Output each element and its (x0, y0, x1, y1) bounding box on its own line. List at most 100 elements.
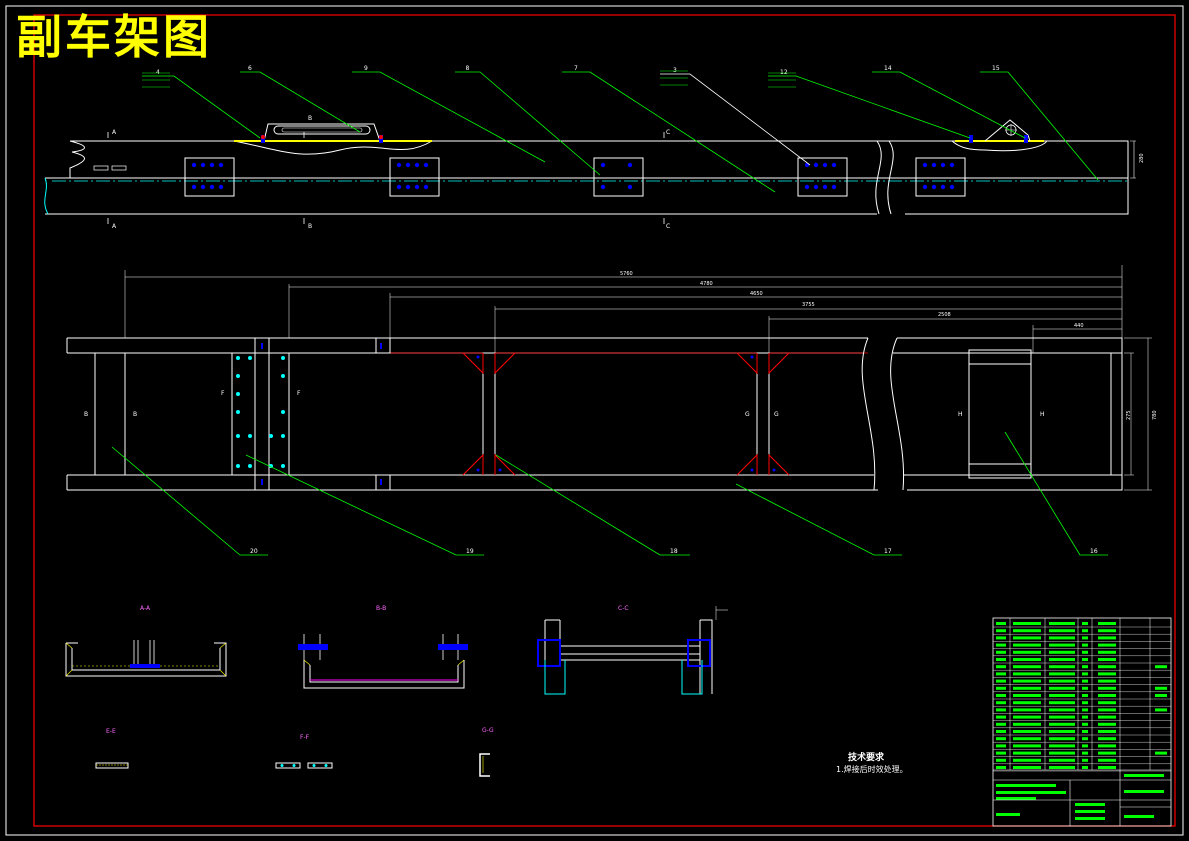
bolt-icon (236, 392, 240, 396)
leader-line (111, 446, 268, 556)
title-field (1075, 803, 1105, 806)
section-mark: A (112, 129, 117, 136)
title-field (996, 813, 1020, 816)
title-field (996, 784, 1056, 787)
bolt-icon (236, 410, 240, 414)
mounting-plates (184, 157, 966, 197)
parts-row-index (996, 766, 1006, 769)
parts-row-material (1098, 708, 1116, 712)
bolt-icon (396, 184, 402, 190)
bolt-icon (414, 184, 420, 190)
dim-height: 280 (1139, 153, 1145, 163)
leader-line (352, 71, 546, 163)
section-mark: H (958, 411, 963, 418)
leader-label: 8 (466, 65, 470, 72)
parts-row-index (996, 650, 1006, 654)
outer-border (5, 5, 1184, 836)
leader-label: 14 (884, 65, 892, 72)
mounting-plate (797, 157, 848, 197)
parts-row-code (1013, 643, 1041, 647)
parts-row-note (1155, 665, 1167, 669)
title-field (1124, 790, 1164, 793)
mounting-plate (389, 157, 440, 197)
bolt-icon (281, 356, 285, 360)
parts-row-index (996, 686, 1006, 690)
inner-border (33, 14, 1176, 827)
parts-row-qty (1082, 766, 1088, 769)
dim-overall: 5760 (620, 271, 633, 277)
parts-row-note (1155, 751, 1167, 755)
section-mark: B (308, 115, 312, 122)
section-title: A-A (140, 605, 151, 612)
bolt-icon (405, 184, 411, 190)
bolt-icon (218, 184, 224, 190)
parts-row-material (1098, 665, 1116, 669)
parts-row-index (996, 715, 1006, 719)
parts-row-name (1049, 672, 1075, 676)
bolt-icon (476, 468, 480, 472)
parts-row-name (1049, 650, 1075, 654)
dim-4: 3755 (802, 302, 815, 308)
elevation-view: A A B B C C 280 (44, 115, 1145, 230)
drawing-title: 副车架图 (16, 10, 212, 64)
parts-row-qty (1082, 751, 1088, 755)
parts-row-name (1049, 679, 1075, 683)
mounting-plate (184, 157, 235, 197)
section-mark: B (133, 411, 137, 418)
parts-row-material (1098, 650, 1116, 654)
leader-line (872, 71, 1026, 139)
parts-row-index (996, 737, 1006, 741)
parts-row-qty (1082, 650, 1088, 654)
bolt-icon (772, 468, 776, 472)
bolt-icon (396, 162, 402, 168)
parts-row-material (1098, 758, 1116, 762)
bolt-icon (191, 162, 197, 168)
bolt-icon (380, 479, 382, 485)
section-views: A-A B-B C-C E-E F-F G-G (65, 605, 728, 777)
parts-row-code (1013, 650, 1041, 654)
parts-row-code (1013, 737, 1041, 741)
bolt-icon (405, 162, 411, 168)
bolt-icon (380, 343, 382, 349)
parts-row-note (1155, 686, 1167, 690)
parts-row-name (1049, 665, 1075, 669)
bolt-icon (200, 162, 206, 168)
bolt-icon (236, 356, 240, 360)
title-block (992, 617, 1172, 827)
parts-row-name (1049, 758, 1075, 762)
title-field (1075, 817, 1105, 820)
bolt-icon (822, 162, 828, 168)
bolt-icon (940, 162, 946, 168)
parts-row-material (1098, 751, 1116, 755)
parts-row-name (1049, 722, 1075, 726)
parts-row-qty (1082, 737, 1088, 741)
section-title: G-G (482, 727, 494, 734)
parts-row-qty (1082, 686, 1088, 690)
parts-row-material (1098, 658, 1116, 661)
section-title: C-C (618, 605, 629, 612)
section-mark: H (1040, 411, 1045, 418)
parts-row-code (1013, 672, 1041, 676)
parts-row-index (996, 658, 1006, 661)
parts-row-name (1049, 715, 1075, 719)
parts-row-material (1098, 643, 1116, 647)
bolt-icon (922, 184, 928, 190)
parts-row-qty (1082, 694, 1088, 697)
plan-view: 5760 4780 4650 3755 2508 440 780 275 B B… (66, 265, 1158, 491)
bolt-icon (627, 184, 633, 190)
parts-row-qty (1082, 730, 1088, 733)
parts-row-name (1049, 744, 1075, 748)
parts-row-material (1098, 744, 1116, 748)
parts-row-name (1049, 622, 1075, 625)
parts-row-material (1098, 629, 1116, 633)
parts-row-qty (1082, 722, 1088, 726)
parts-row-code (1013, 722, 1041, 726)
leader-label: 6 (248, 65, 252, 72)
parts-row-code (1013, 701, 1041, 705)
bolt-icon (423, 162, 429, 168)
section-title: F-F (300, 734, 310, 741)
parts-row-qty (1082, 744, 1088, 748)
parts-row-material (1098, 722, 1116, 726)
